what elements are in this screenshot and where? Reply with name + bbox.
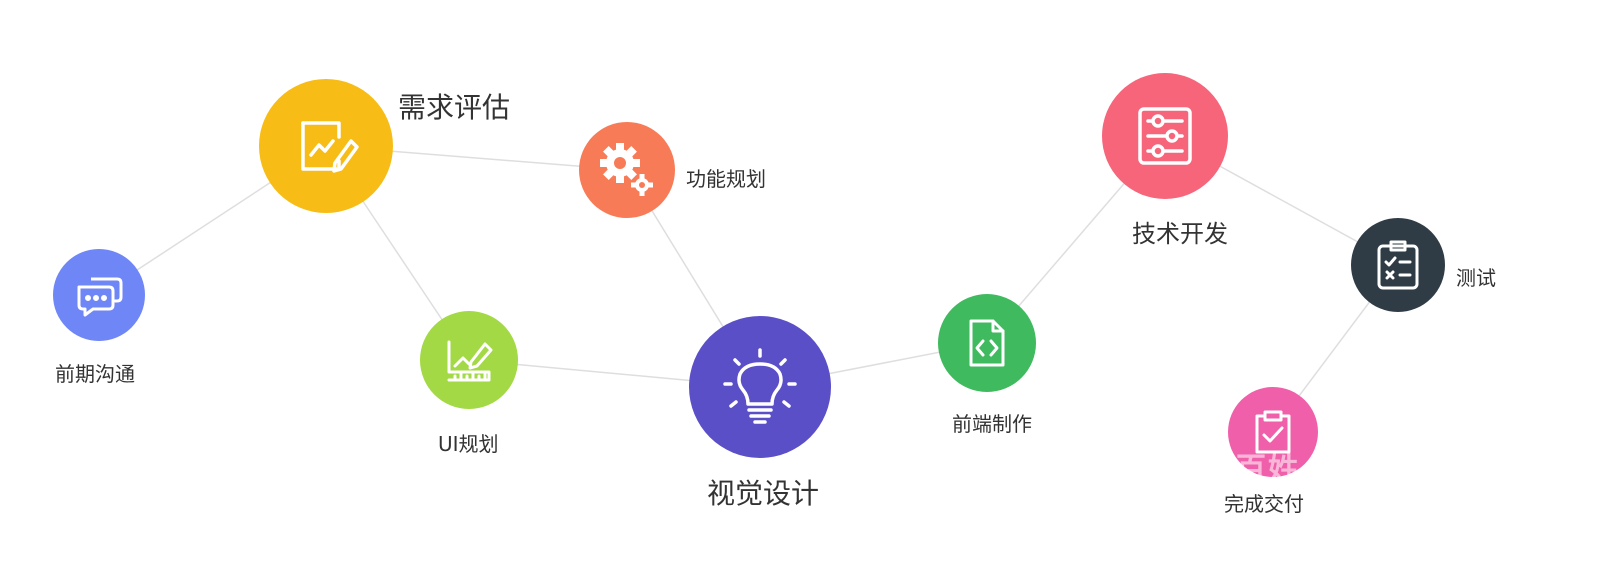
node-communication[interactable]	[53, 249, 145, 341]
label-function: 功能规划	[686, 167, 766, 191]
label-frontend: 前端制作	[952, 412, 1032, 436]
ruler-pencil-icon	[447, 340, 493, 382]
label-demand: 需求评估	[398, 91, 511, 124]
label-visual: 视觉设计	[707, 477, 820, 510]
label-tech: 技术开发	[1132, 220, 1228, 248]
node-visual[interactable]	[689, 316, 831, 458]
node-frontend[interactable]	[938, 294, 1036, 392]
chat-bubbles-icon	[77, 277, 123, 317]
label-delivery: 完成交付	[1224, 492, 1304, 516]
sliders-icon	[1138, 107, 1192, 165]
label-ui: UI规划	[438, 432, 499, 456]
watermark-logo: 百姓	[1236, 452, 1300, 487]
gears-icon	[600, 143, 653, 196]
code-file-icon	[969, 319, 1005, 367]
lightbulb-icon	[723, 348, 797, 424]
node-delivery[interactable]	[1228, 387, 1318, 477]
node-tech[interactable]	[1102, 73, 1228, 199]
node-test[interactable]	[1351, 218, 1445, 312]
node-function[interactable]	[579, 122, 675, 218]
label-test: 测试	[1456, 266, 1496, 290]
clipboard-check-icon	[1255, 410, 1291, 454]
node-demand[interactable]	[259, 79, 393, 213]
label-communication: 前期沟通	[55, 362, 135, 386]
node-ui[interactable]	[420, 311, 518, 409]
checklist-icon	[1377, 240, 1419, 290]
chart-edit-icon	[301, 121, 359, 173]
